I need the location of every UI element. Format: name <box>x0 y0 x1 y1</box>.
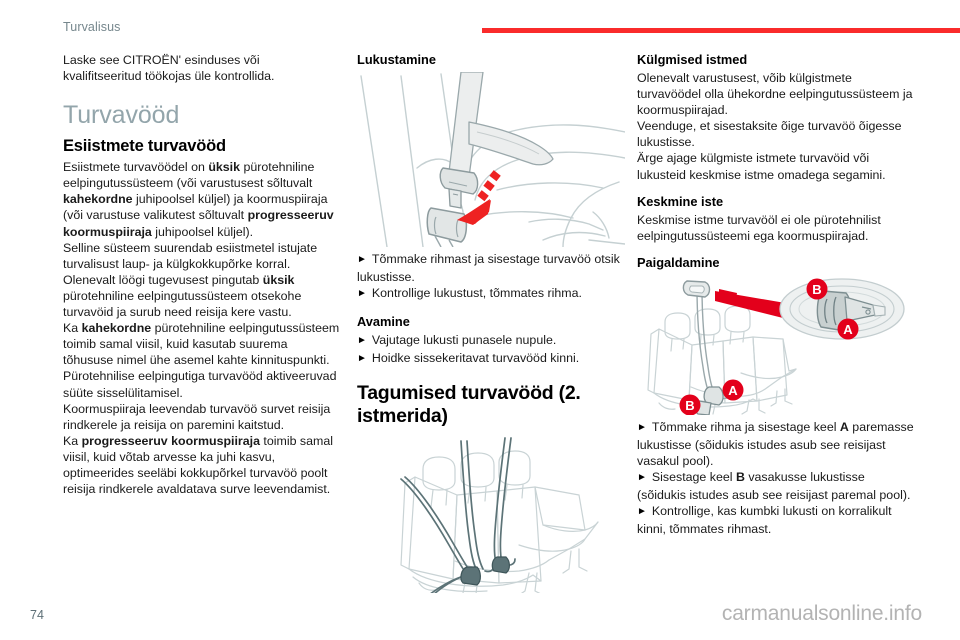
text-run: pürotehniline eelpingutussüsteem toimib … <box>63 321 340 368</box>
svg-text:B: B <box>685 398 694 413</box>
section-title-seatbelts: Turvavööd <box>63 101 180 130</box>
arrow-bullet-icon: ► <box>637 472 647 484</box>
bullet-text: Vajutage lukusti punasele nupule. <box>371 333 557 348</box>
svg-text:A: A <box>843 322 853 337</box>
bullet-insert-tongue: ►Tõmmake rihmast ja sisestage turvavöö o… <box>357 251 635 285</box>
paragraph-centre-seat-no-pretensioner: Keskmise istme turvavööl ei ole pürotehn… <box>637 212 881 243</box>
text-run: vasakusse lukustisse (sõidukis istudes a… <box>637 470 911 503</box>
red-callout-arrow <box>715 288 797 321</box>
header-red-rule <box>482 28 960 33</box>
content-column-1: Laske see CITROËN' esinduses või kvalifi… <box>63 52 341 497</box>
heading-centre-seat: Keskmine iste <box>637 193 724 209</box>
callout-badge-b-seat: B <box>679 394 701 415</box>
site-watermark: carmanualsonline.info <box>721 602 922 625</box>
arrow-bullet-icon: ► <box>637 421 647 433</box>
text-run: Tõmmake rihma ja sisestage keel <box>651 419 840 434</box>
heading-installation: Paigaldamine <box>637 254 720 270</box>
rear-seat-row-illustration <box>357 433 625 594</box>
text-run: Esiistmete turvavöödel on <box>63 160 209 175</box>
callout-badge-a-seat: A <box>722 379 744 401</box>
text-run: toimib samal viisil, kuid võtab arvesse … <box>63 433 333 497</box>
paragraph-double-pretensioner: Ka kahekordne pürotehniline eelpingutuss… <box>63 320 341 368</box>
red-direction-arrow <box>457 170 501 225</box>
bullet-hold-retractor: ► Hoidke sissekeritavat turvavööd kinni. <box>357 350 635 368</box>
page-header: Turvalisus <box>0 0 960 44</box>
bullet-text: Hoidke sissekeritavat turvavööd kinni. <box>371 351 580 366</box>
bullet-check-both-locks: ►Kontrollige, kas kumbki lukusti on korr… <box>637 503 915 537</box>
title-rear-seatbelts: Tagumised turvavööd (2. istmerida) <box>357 382 581 428</box>
heading-locking: Lukustamine <box>357 52 436 67</box>
bullet-text: Kontrollige lukustust, tõmmates rihma. <box>371 286 582 301</box>
paragraph-front-belt-system: Esiistmete turvavöödel on üksik pürotehn… <box>63 159 341 239</box>
heading-side-seats: Külgmised istmed <box>637 52 748 67</box>
paragraph-single-pretensioner: Olenevalt löögi tugevusest pingutab üksi… <box>63 272 341 320</box>
paragraph-force-limiter: Koormuspiiraja leevendab turvavöö survet… <box>63 401 331 432</box>
text-run: Ka <box>63 321 82 336</box>
bold-run: B <box>735 470 745 485</box>
text-run: Olenevalt löögi tugevusest pingutab <box>63 272 263 287</box>
spacer <box>637 244 915 255</box>
svg-text:A: A <box>728 383 738 398</box>
text-run: paremasse lukustisse (sõidukis istudes a… <box>637 419 914 469</box>
content-column-3: Külgmised istmed Olenevalt varustusest, … <box>637 52 915 538</box>
page-number: 74 <box>30 608 44 622</box>
arrow-bullet-icon: ► <box>357 288 367 300</box>
bullet-insert-tongue-b: ► Sisestage keel B vasakusse lukustisse (… <box>637 469 915 503</box>
paragraph-side-seat-equipment: Olenevalt varustusest, võib külgistmete … <box>637 71 913 118</box>
arrow-bullet-icon: ► <box>357 335 367 347</box>
svg-text:B: B <box>812 282 821 297</box>
bullet-text: Kontrollige, kas kumbki lukusti on korra… <box>637 504 892 537</box>
text-run: Sisestage keel <box>651 470 736 485</box>
bold-run: progresseeruv koormuspiiraja <box>63 208 334 239</box>
spacer <box>357 303 635 314</box>
bold-run: kahekordne <box>81 321 152 336</box>
text-run: pürotehniline eelpingutussüsteem (või va… <box>63 160 315 191</box>
paragraph-safety-benefit: Selline süsteem suurendab esiistmetel is… <box>63 240 318 271</box>
bold-run: progresseeruv koormuspiiraja <box>81 433 260 448</box>
header-chapter-title: Turvalisus <box>63 20 121 34</box>
subtitle-front-seatbelts: Esiistmete turvavööd <box>63 137 226 156</box>
text-run: Ka <box>63 433 82 448</box>
spacer <box>637 183 915 194</box>
bullet-insert-tongue-a: ► Tõmmake rihma ja sisestage keel A parem… <box>637 419 915 469</box>
text-run: juhipoolsel küljel). <box>151 224 254 239</box>
content-column-2: Lukustamine <box>357 52 635 594</box>
arrow-bullet-icon: ► <box>357 254 367 265</box>
callout-badge-b-inset: B <box>806 278 828 300</box>
bold-run: A <box>839 419 849 434</box>
bold-run: üksik <box>208 160 241 175</box>
seat-belt-buckle-illustration <box>357 72 625 247</box>
paragraph-correct-buckle: Veenduge, et sisestaksite õige turvavöö … <box>637 119 902 150</box>
intro-paragraph: Laske see CITROËN' esinduses või kvalifi… <box>63 53 275 84</box>
paragraph-do-not-confuse: Ärge ajage külgmiste istmete turvavöid v… <box>637 151 886 182</box>
bullet-press-red-button: ► Vajutage lukusti punasele nupule. <box>357 332 635 350</box>
bold-run: üksik <box>262 272 295 287</box>
callout-badge-a-inset: A <box>837 318 859 340</box>
centre-belt-installation-illustration: B A A B <box>637 275 915 415</box>
heading-unlocking: Avamine <box>357 314 410 330</box>
bold-run: kahekordne <box>63 192 133 207</box>
text-run: pürotehniline eelpingutussüsteem otsekoh… <box>63 288 302 320</box>
bullet-text: Tõmmake rihmast ja sisestage turvavöö ot… <box>357 252 620 285</box>
paragraph-ignition-activation: Pürotehnilise eelpingutiga turvavööd akt… <box>63 369 337 400</box>
arrow-bullet-icon: ► <box>357 353 367 365</box>
paragraph-progressive-limiter: Ka progresseeruv koormuspiiraja toimib s… <box>63 433 341 497</box>
arrow-bullet-icon: ► <box>637 506 647 518</box>
text-run: juhipoolsel küljel) ja koormuspiiraja (v… <box>63 192 328 223</box>
bullet-check-lock: ► Kontrollige lukustust, tõmmates rihma. <box>357 285 635 303</box>
